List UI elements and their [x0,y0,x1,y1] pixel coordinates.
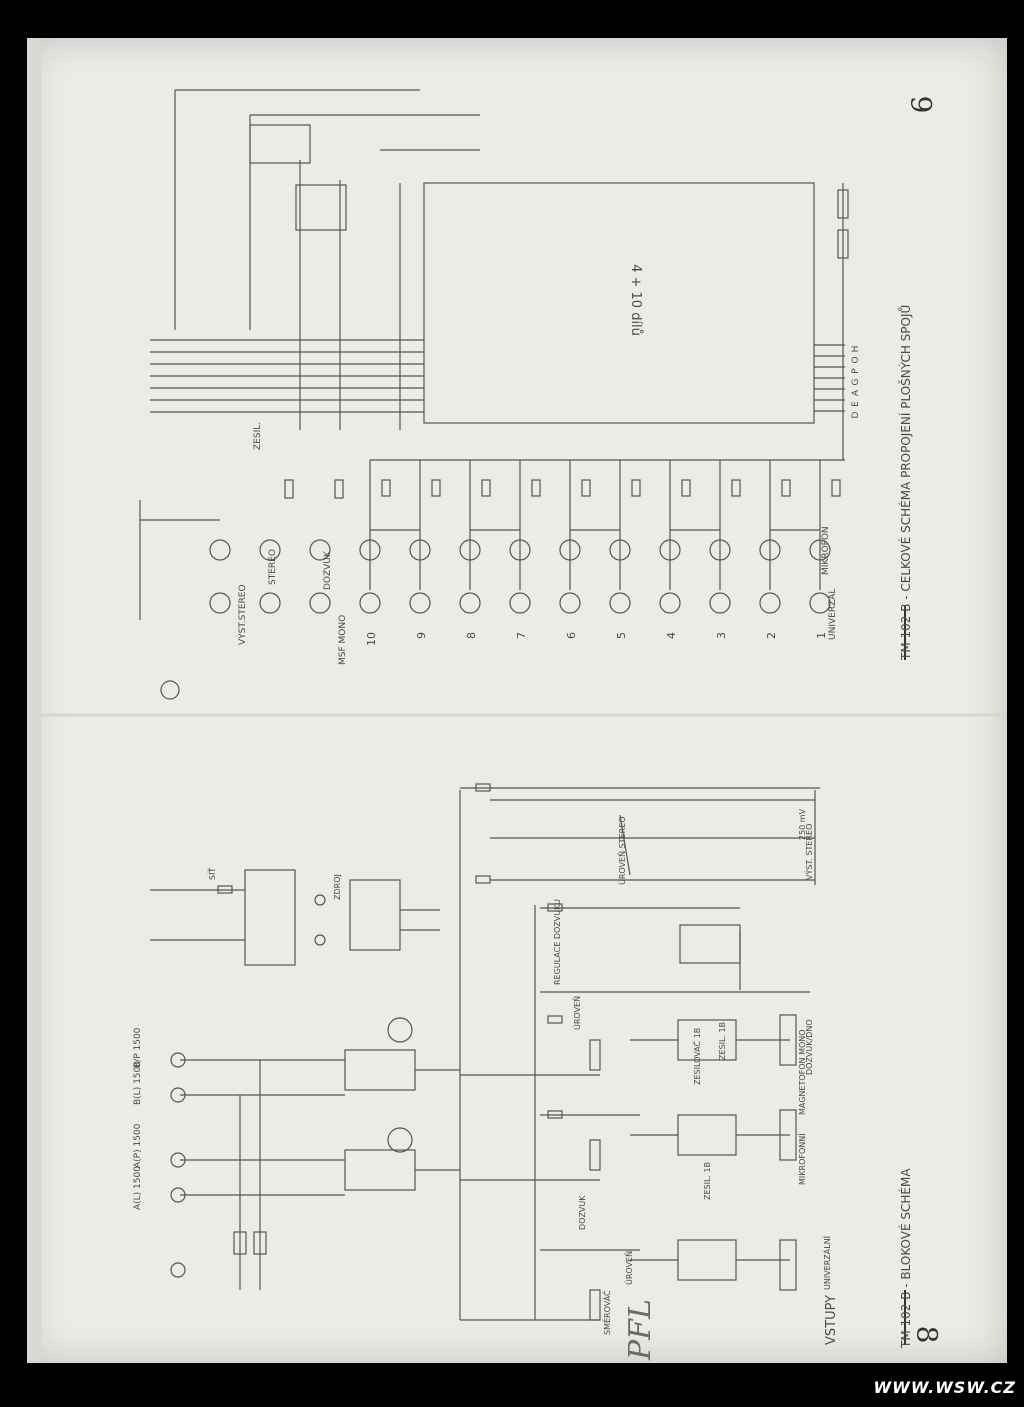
handwritten-mark-group: PFL [623,1299,658,1361]
channel-6 [559,460,620,614]
bottom-label: 250 mV [798,808,807,840]
channel-modules [359,459,845,614]
channel-number: 10 [365,632,378,646]
top-label: STEREO [268,549,278,585]
bottom-label: MAGNETOFON MONO [798,1029,807,1115]
bus-label: O [851,356,861,363]
top-label: VÝST.STEREO [236,584,248,645]
amplifier-row-1 [460,991,810,1076]
channel-number: 8 [465,632,478,639]
stereo-level-block [475,783,816,885]
inputs-title: VSTUPY [824,1295,839,1345]
bottom-label: DOZVUK/DNO [805,1019,814,1075]
bottom-caption: TM 102 B - BLOKOVÉ SCHÉMA [898,1168,913,1349]
page-number-bottom: 8 [910,1325,944,1344]
center-label: 4 + 10 dílů [628,264,643,336]
bottom-label: ZESIL. 1B [718,1022,727,1060]
channel-7 [509,460,541,614]
bus-lines [814,344,845,412]
scanned-sheet [27,38,1007,1363]
amplifier-row-2 [460,1109,797,1181]
bottom-label: SMĚROVÁČ [601,1290,612,1335]
footer-bar [0,1363,1024,1407]
wiring-bundle [150,339,424,413]
top-caption: TM 102 B - CELKOVÉ SCHÉMA PROPOJENÍ PLOŠ… [898,305,913,661]
bottom-label: ZESIL. 1B [703,1162,712,1200]
top-label: DOZVUK [323,550,333,590]
bottom-label: REGULACE DOZVUKU [553,899,562,985]
bus-label: G [851,378,861,385]
bottom-caption-group: TM 102 B - BLOKOVÉ SCHÉMA [898,1168,913,1349]
top-right-components [837,183,849,460]
top-diagram [139,89,845,700]
channel-number-labels: 10 9 8 7 6 5 4 3 2 1 [365,632,828,646]
handwritten-mark: PFL [623,1299,658,1361]
channel-3 [709,460,741,614]
output-label: A(L) 1500 [133,1166,143,1210]
channel-5 [609,460,641,614]
bottom-label: ÚROVEŇ [623,1251,634,1285]
bus-label: D [851,411,861,418]
left-connectors [139,479,344,700]
upper-wiring [174,89,480,430]
bottom-label: ÚROVEŇ STEREO [616,816,627,885]
power-supply [150,869,440,966]
top-label: ZESIL. [253,422,263,450]
output-amplifiers [170,1017,460,1290]
bottom-label: UNIVERZÁLNÍ [821,1235,832,1290]
bus-label: A [851,389,861,396]
channel-number: 4 [665,632,678,639]
channel-number: 9 [415,632,428,639]
output-label: B/P 1500 [133,1027,143,1068]
bottom-label: DOZVUK [578,1195,587,1230]
bottom-labels: ÚROVEŇ SMĚROVÁČ DOZVUK ÚROVEŇ ZESIL. 1B MIKRO… [206,808,832,1335]
amplifier-row-3 [460,1239,797,1321]
channel-4 [659,460,720,614]
top-caption-group: TM 102 B - CELKOVÉ SCHÉMA PROPOJENÍ PLOŠ… [898,305,913,661]
inputs-title-group: VSTUPY [824,1295,839,1345]
bottom-label: MIKROFONNÍ [796,1133,807,1185]
channel-9 [409,460,441,614]
channel-number: 5 [615,632,628,639]
channel-number: 6 [565,632,578,639]
main-board-rect [423,182,815,424]
bottom-label: VÝST. STEREO [803,824,814,880]
reverb-block [540,903,741,990]
channel-8 [459,460,520,614]
channel-number: 3 [715,632,728,639]
bottom-diagram [150,783,820,1321]
bottom-label: ZESILOVAČ 1B [691,1028,702,1085]
watermark: WWW.WSW.CZ [873,1378,1016,1397]
center-label-group: 4 + 10 dílů [628,264,643,336]
channel-1 [809,460,841,614]
channel-10 [359,460,420,614]
output-label: A(P) 1500 [133,1123,143,1168]
bus-label: E [851,401,861,407]
top-labels: MIKROFON UNIVERZÁL MSF MONO VÝST.STEREO STER… [236,422,838,665]
top-label: MIKROFON [821,526,831,575]
output-label: B(L) 1500 [133,1061,143,1105]
top-label: MSF MONO [338,615,348,665]
bus-label: P [851,368,861,374]
bottom-label: ÚROVEŇ [571,996,582,1030]
top-label: UNIVERZÁL [826,589,838,640]
channel-number: 2 [765,632,778,639]
page-number-top: 9 [904,95,938,114]
scan-edge [27,38,41,1363]
channel-number: 1 [815,632,828,639]
channel-number: 7 [515,632,528,639]
channel-2 [759,460,820,614]
bottom-label: ZDROJ [333,874,342,900]
bus-label: H [851,346,861,353]
bottom-label: SÍŤ [206,868,217,880]
